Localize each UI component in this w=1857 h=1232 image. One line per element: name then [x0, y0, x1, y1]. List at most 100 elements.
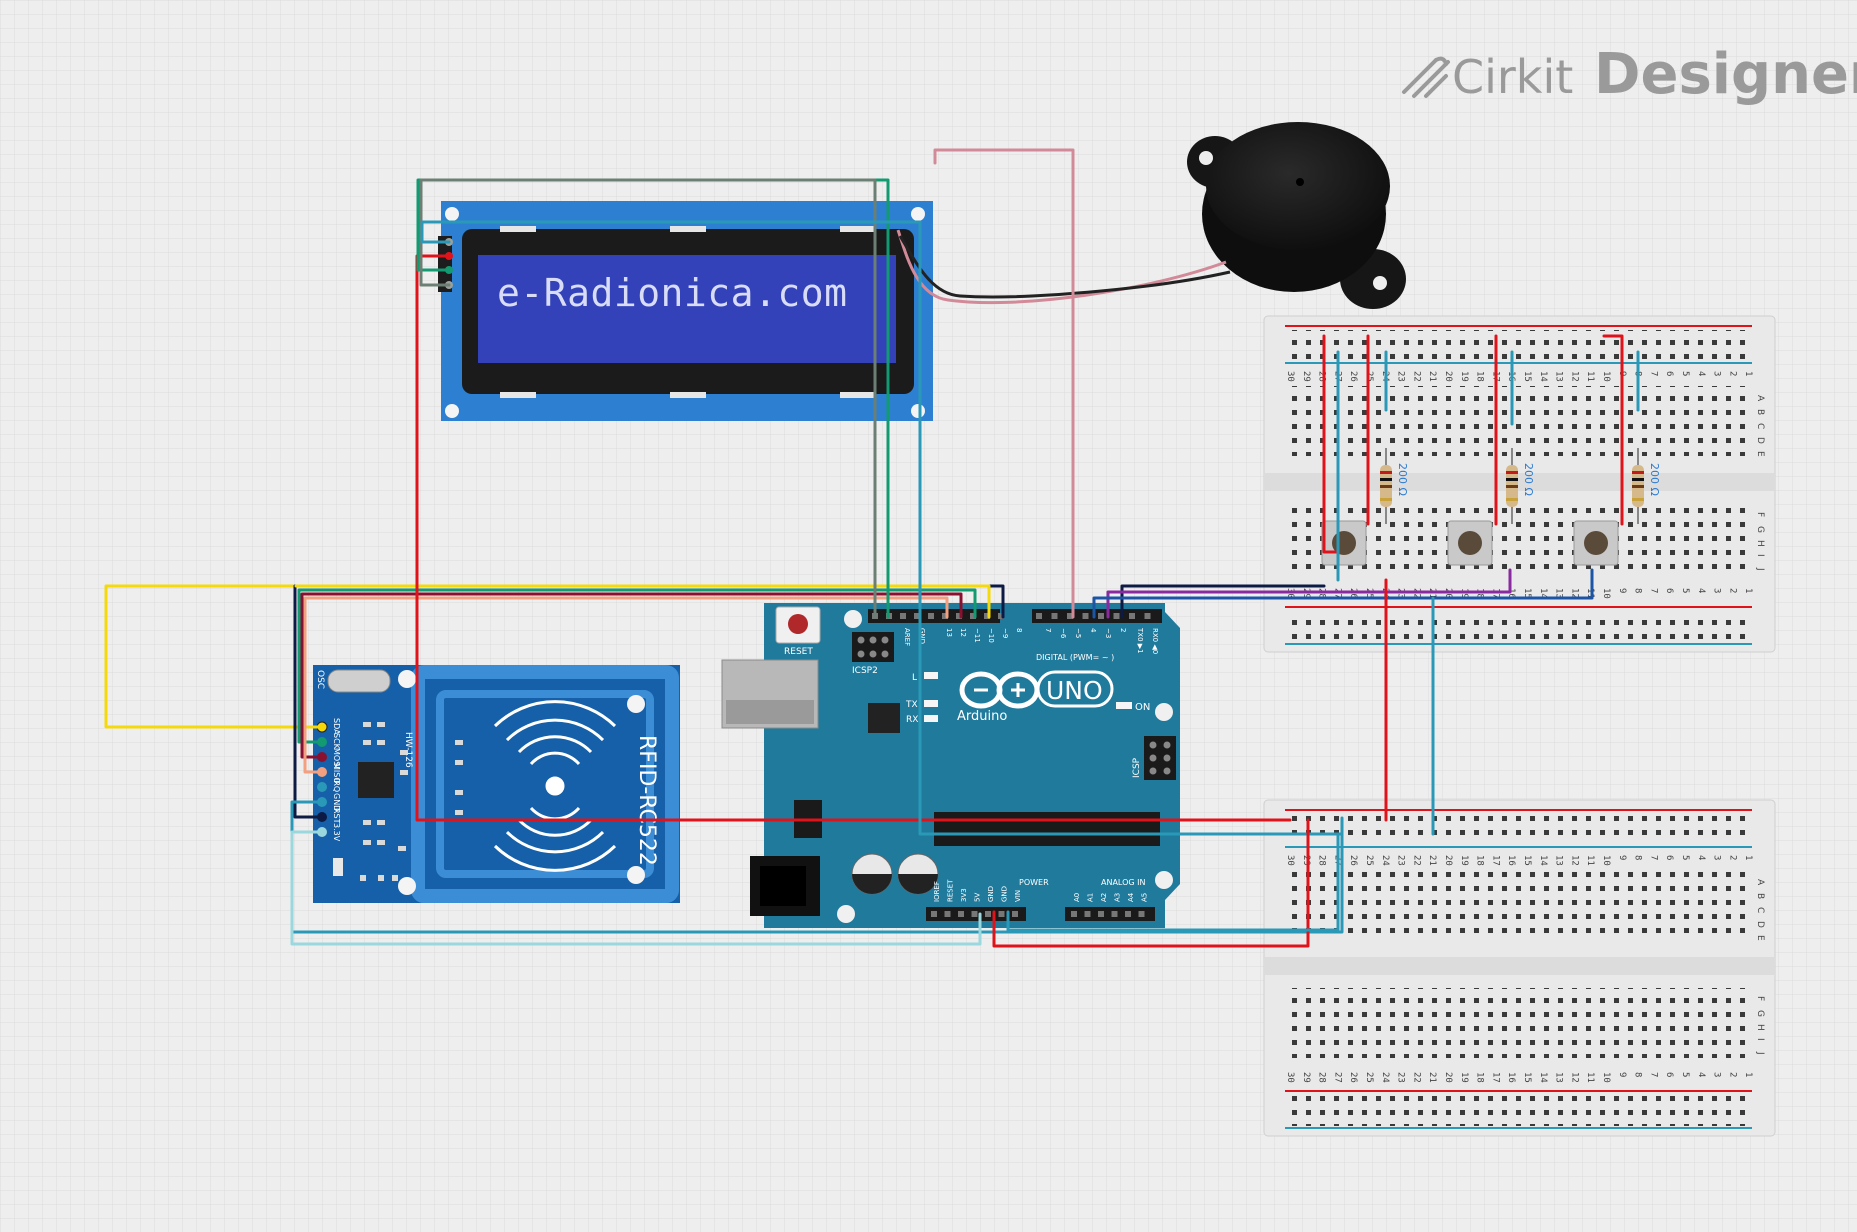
- power-pin-label: 3V3: [960, 888, 968, 902]
- column-number: 28: [1317, 855, 1327, 866]
- icsp-header: [1144, 736, 1176, 780]
- rfid-module[interactable]: RFID-RC522 OSC HW-126 SDASCKMOSIMISOIRQG…: [313, 665, 680, 903]
- push-button-2[interactable]: [1447, 520, 1493, 566]
- resistor-1[interactable]: 200 Ω: [1380, 448, 1409, 524]
- header-pin[interactable]: [1138, 911, 1145, 917]
- header-pin[interactable]: [900, 613, 906, 619]
- row-letter: H: [1755, 540, 1765, 547]
- wire-green-lcd-sda[interactable]: [416, 178, 890, 619]
- column-number: 23: [1396, 371, 1406, 382]
- header-pin-label: ~9: [1001, 628, 1009, 638]
- wire-pink-buzzer[interactable]: [933, 148, 1075, 619]
- header-pin[interactable]: [956, 613, 962, 619]
- resistor-3[interactable]: 200 Ω: [1632, 448, 1661, 524]
- lcd-bezel-tab: [500, 392, 536, 398]
- header-pin[interactable]: [985, 911, 991, 917]
- header-pin[interactable]: [1129, 613, 1135, 619]
- column-number: 12: [1569, 1072, 1579, 1083]
- column-number: 15: [1522, 371, 1532, 382]
- header-pin[interactable]: [998, 613, 1004, 619]
- piezo-buzzer[interactable]: [896, 122, 1406, 309]
- wire-blue-d4[interactable]: [1092, 568, 1594, 619]
- wire-teal-lcd-gnd[interactable]: [420, 220, 1344, 836]
- header-pin[interactable]: [928, 613, 934, 619]
- header-pin[interactable]: [998, 911, 1005, 917]
- power-pin-label: 5V: [974, 893, 982, 902]
- header-pin[interactable]: [1084, 911, 1091, 917]
- header-pin[interactable]: [942, 613, 948, 619]
- wire-navy-d2[interactable]: [1120, 584, 1326, 619]
- wire-red-rfid-vcc[interactable]: [415, 254, 1292, 822]
- header-pin[interactable]: [1012, 911, 1018, 917]
- header-pin-label: 4: [1089, 628, 1097, 633]
- header-pin[interactable]: [931, 911, 937, 917]
- push-button-3[interactable]: [1573, 520, 1619, 566]
- wire-peach-miso[interactable]: [303, 596, 949, 774]
- header-pin[interactable]: [944, 911, 951, 917]
- header-pin[interactable]: [1098, 613, 1104, 619]
- wire-yellow-sda[interactable]: [104, 584, 324, 729]
- header-pin[interactable]: [971, 911, 978, 917]
- lcd-bezel-tab: [670, 392, 706, 398]
- column-number: 6: [1664, 855, 1674, 860]
- header-pin[interactable]: [914, 613, 920, 619]
- column-number: 8: [1633, 588, 1643, 593]
- column-number: 9: [1617, 588, 1627, 593]
- header-pin[interactable]: [1067, 613, 1073, 619]
- header-pin[interactable]: [984, 613, 990, 619]
- wire-teal-gnd[interactable]: [1006, 834, 1340, 932]
- buzzer-body-top: [1206, 122, 1390, 250]
- analog-pin-label: A5: [1141, 893, 1149, 902]
- header-pin[interactable]: [1082, 613, 1089, 619]
- rfid-mount-hole: [398, 877, 416, 895]
- push-button-1[interactable]: [1321, 520, 1367, 566]
- wire-gray-lcd-scl[interactable]: [419, 178, 877, 619]
- header-pin[interactable]: [1125, 911, 1131, 917]
- wire-green-sck[interactable]: [297, 588, 977, 744]
- rfid-pin[interactable]: [317, 782, 327, 792]
- header-pin[interactable]: [1144, 613, 1151, 619]
- power-rail-holes: [1284, 1096, 1754, 1126]
- wire-lightblue-3v3[interactable]: [290, 830, 982, 946]
- rfid-pin-label: 3.3V: [332, 823, 341, 842]
- column-number: 15: [1522, 855, 1532, 866]
- wire-yellow-d10[interactable]: [294, 584, 991, 619]
- wire-purple-d3[interactable]: [1106, 568, 1512, 619]
- header-pin[interactable]: [1051, 613, 1058, 619]
- row-letter: A: [1755, 395, 1765, 402]
- header-pin[interactable]: [958, 911, 964, 917]
- column-number: 1: [1743, 855, 1753, 860]
- led-rx: [924, 715, 938, 722]
- column-number: 18: [1475, 1072, 1485, 1083]
- header-pin[interactable]: [970, 613, 976, 619]
- wire-red-r3[interactable]: [1602, 334, 1624, 526]
- header-top-right: [1032, 609, 1162, 623]
- wire-red-r1[interactable]: [1322, 334, 1340, 554]
- lcd-screen-text: e-Radionica.com: [497, 271, 847, 315]
- header-pin[interactable]: [1098, 911, 1104, 917]
- column-number: 26: [1348, 855, 1358, 866]
- header-pin[interactable]: [1036, 613, 1042, 619]
- header-pin[interactable]: [1111, 911, 1118, 917]
- cirkit-designer-logo: Cirkit Designer: [1402, 42, 1857, 107]
- header-pin-label: 8: [1015, 628, 1023, 632]
- header-pin-label: ~5: [1074, 628, 1082, 638]
- column-number: 5: [1680, 855, 1690, 860]
- wire-maroon-mosi[interactable]: [300, 592, 963, 759]
- column-number: 10: [1601, 371, 1611, 382]
- arduino-uno[interactable]: RESET ICSP2 L TX RX ON Arduino: [721, 603, 1180, 928]
- power-pin-label: IOREF: [933, 881, 941, 902]
- lcd-display[interactable]: e-Radionica.com: [438, 201, 933, 421]
- resistor-2[interactable]: 200 Ω: [1506, 448, 1535, 524]
- column-number: 2: [1727, 371, 1737, 376]
- header-pin[interactable]: [1071, 911, 1077, 917]
- header-pin[interactable]: [1113, 613, 1120, 619]
- wire-red-5v[interactable]: [992, 818, 1310, 948]
- column-number: 13: [1554, 371, 1564, 382]
